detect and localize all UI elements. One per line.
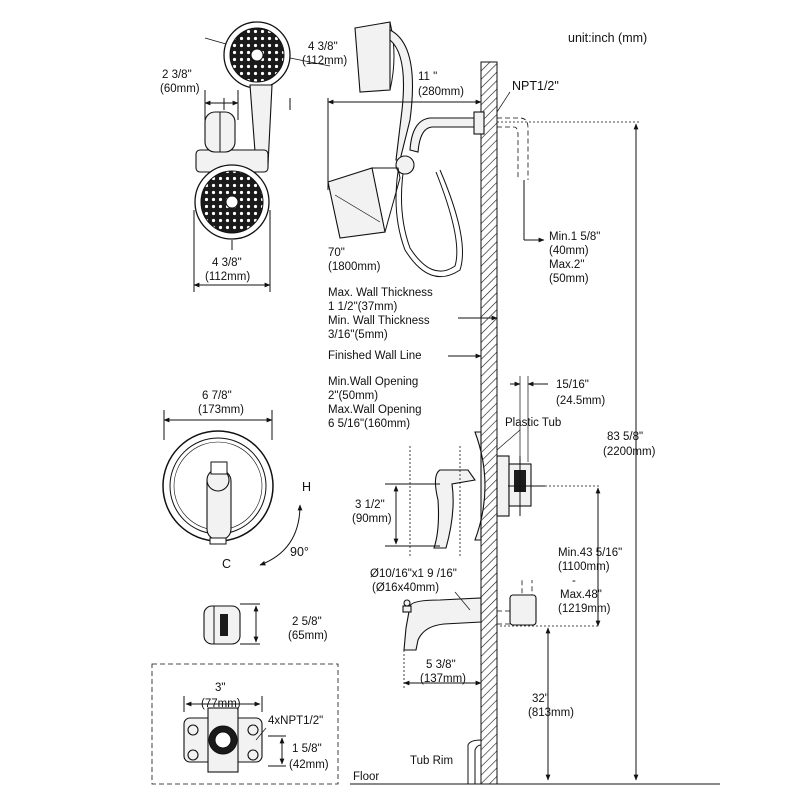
min-wall-thickness-label: Min. Wall Thickness (328, 315, 430, 327)
valve-height-dash: - (572, 575, 576, 587)
hot-label: H (302, 480, 311, 494)
valve-ports: 4xNPT1/2" (268, 715, 323, 727)
trim-width: 6 7/8" (202, 390, 232, 402)
bracket-width: 2 3/8" (162, 69, 192, 81)
trim-depth-mm: (65mm) (288, 630, 328, 642)
handshower-face-width-mm: (112mm) (302, 55, 347, 67)
setback-max: Max.2" (549, 259, 584, 271)
trim-plate-side (203, 605, 241, 645)
spout-height: 32" (532, 693, 549, 705)
handshower-face-width: 4 3/8" (308, 41, 338, 53)
min-wall-opening-value: 2"(50mm) (328, 390, 378, 402)
valve-body-height: 1 5/8" (292, 743, 322, 755)
tub-rim-label: Tub Rim (410, 755, 453, 767)
npt-label: NPT1/2" (512, 79, 559, 93)
side-face-width-mm: (112mm) (205, 271, 250, 283)
setback-min-mm: (40mm) (549, 245, 589, 257)
tub-rim (467, 739, 482, 784)
spout-reach: 5 3/8" (426, 659, 456, 671)
finished-wall-line-label: Finished Wall Line (328, 350, 422, 362)
valve-height-min: Min.43 5/16" (558, 547, 622, 559)
handle-height-mm: (90mm) (352, 513, 392, 525)
arm-length-mm: (280mm) (418, 86, 464, 98)
floor-label: Floor (353, 771, 379, 783)
hose-length: 70" (328, 247, 345, 259)
setback-min: Min.1 5/8" (549, 231, 600, 243)
valve-height-max-mm: (1219mm) (558, 603, 611, 615)
cold-label: C (222, 557, 231, 571)
valve-body (183, 707, 263, 773)
spout-outlet-mm: (Ø16x40mm) (372, 582, 439, 594)
offset: 15/16" (556, 379, 589, 391)
offset-mm: (24.5mm) (556, 395, 605, 407)
valve-body-width-mm: (77mm) (201, 698, 241, 710)
handle-height: 3 1/2" (355, 499, 385, 511)
total-height: 83 5/8" (607, 431, 643, 443)
unit-note: unit:inch (mm) (568, 31, 647, 45)
handshower-front-view (194, 21, 291, 250)
min-wall-thickness-value: 3/16"(5mm) (328, 329, 388, 341)
valve-body-frame (151, 663, 339, 785)
max-wall-opening-value: 6 5/16"(160mm) (328, 418, 410, 430)
valve-body-height-mm: (42mm) (289, 759, 329, 771)
spout-reach-mm: (137mm) (420, 673, 466, 685)
trim-plate-front (162, 430, 274, 545)
spout-height-mm: (813mm) (528, 707, 574, 719)
setback-max-mm: (50mm) (549, 273, 589, 285)
side-face-width: 4 3/8" (212, 257, 242, 269)
showerhead-assembly (327, 21, 485, 278)
max-wall-opening-label: Max.Wall Opening (328, 404, 422, 416)
shower-supply-pipe (497, 117, 640, 180)
trim-depth: 2 5/8" (292, 616, 322, 628)
trim-width-mm: (173mm) (198, 404, 244, 416)
wall (480, 61, 498, 785)
plastic-tub-label: Plastic Tub (505, 417, 561, 429)
tub-spout (402, 597, 482, 651)
hose-length-mm: (1800mm) (328, 261, 381, 273)
valve-side-view (433, 431, 545, 549)
total-height-mm: (2200mm) (603, 446, 656, 458)
rotation-label: 90° (290, 545, 309, 559)
valve-body-width: 3" (215, 682, 225, 694)
max-wall-thickness-value: 1 1/2"(37mm) (328, 301, 397, 313)
min-wall-opening-label: Min.Wall Opening (328, 376, 418, 388)
arm-length: 11 " (418, 71, 437, 83)
max-wall-thickness-label: Max. Wall Thickness (328, 287, 433, 299)
valve-height-min-mm: (1100mm) (558, 561, 610, 573)
bracket-width-mm: (60mm) (160, 83, 200, 95)
valve-height-max: Max.48" (560, 589, 602, 601)
spout-supply-pipe (497, 580, 537, 626)
spout-outlet: Ø10/16"x1 9 /16" (370, 568, 457, 580)
